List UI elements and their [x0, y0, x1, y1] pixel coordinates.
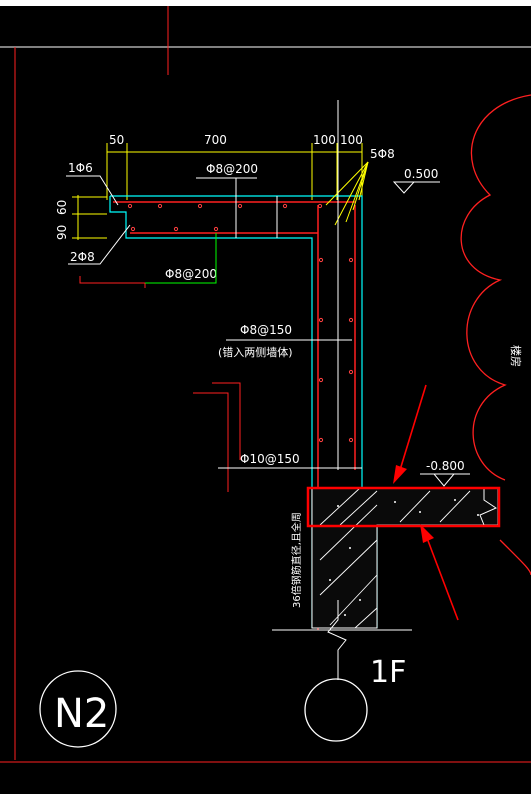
revision-cloud: [460, 94, 531, 481]
label-2phi8: 2Φ8: [68, 224, 131, 265]
label-1phi6: 1Φ6: [66, 161, 119, 206]
top-viewport-bar: [0, 0, 531, 6]
rebar-5phi8: 5Φ8: [370, 147, 395, 161]
dim-100-b: 100: [340, 133, 363, 147]
rebar-slab-top: Φ8@200: [206, 162, 258, 176]
rebar-wall-upper-note: (错入两侧墙体): [218, 345, 293, 359]
rebar-dots: [127, 203, 354, 443]
label-slab-bottom: Φ8@200: [79, 233, 217, 288]
detail-label: N2: [54, 691, 109, 737]
dim-50: 50: [109, 133, 124, 147]
dim-90: 90: [55, 225, 69, 240]
anchor-length-note: 36倍钢筋直径,且全周: [290, 512, 303, 608]
top-dimension-chain: 50 700 100 100: [106, 133, 363, 200]
bracket-marks: [193, 382, 241, 492]
rebar-1phi6: 1Φ6: [68, 161, 93, 175]
label-wall-upper: Φ8@150 (错入两侧墙体): [218, 323, 352, 359]
rebar-wall-lower: Φ10@150: [240, 452, 300, 466]
ground-break: [272, 100, 412, 680]
grid-bubble: [304, 678, 368, 742]
dim-100-a: 100: [313, 133, 336, 147]
label-5phi8: 5Φ8: [325, 147, 395, 226]
side-building-text: 楼房: [509, 345, 523, 367]
rebar-wall-upper: Φ8@150: [240, 323, 292, 337]
floor-label: 1F: [370, 655, 406, 690]
annotation-arrows: [393, 384, 459, 621]
rebar-2phi8: 2Φ8: [70, 250, 95, 264]
dim-700: 700: [204, 133, 227, 147]
elevation-bottom-value: -0.800: [426, 459, 465, 473]
highlight-box: [306, 486, 501, 528]
footing: [311, 487, 499, 629]
elevation-top-value: 0.500: [404, 167, 438, 181]
detail-bubble: [39, 670, 117, 748]
label-slab-top: Φ8@200: [196, 162, 258, 202]
dim-60: 60: [55, 200, 69, 215]
elevation-top: 0.500: [392, 167, 440, 194]
left-dimension-chain: 90 60: [55, 195, 107, 240]
elevation-bottom: -0.800: [420, 459, 470, 487]
rebar-slab-bottom: Φ8@200: [165, 267, 217, 281]
